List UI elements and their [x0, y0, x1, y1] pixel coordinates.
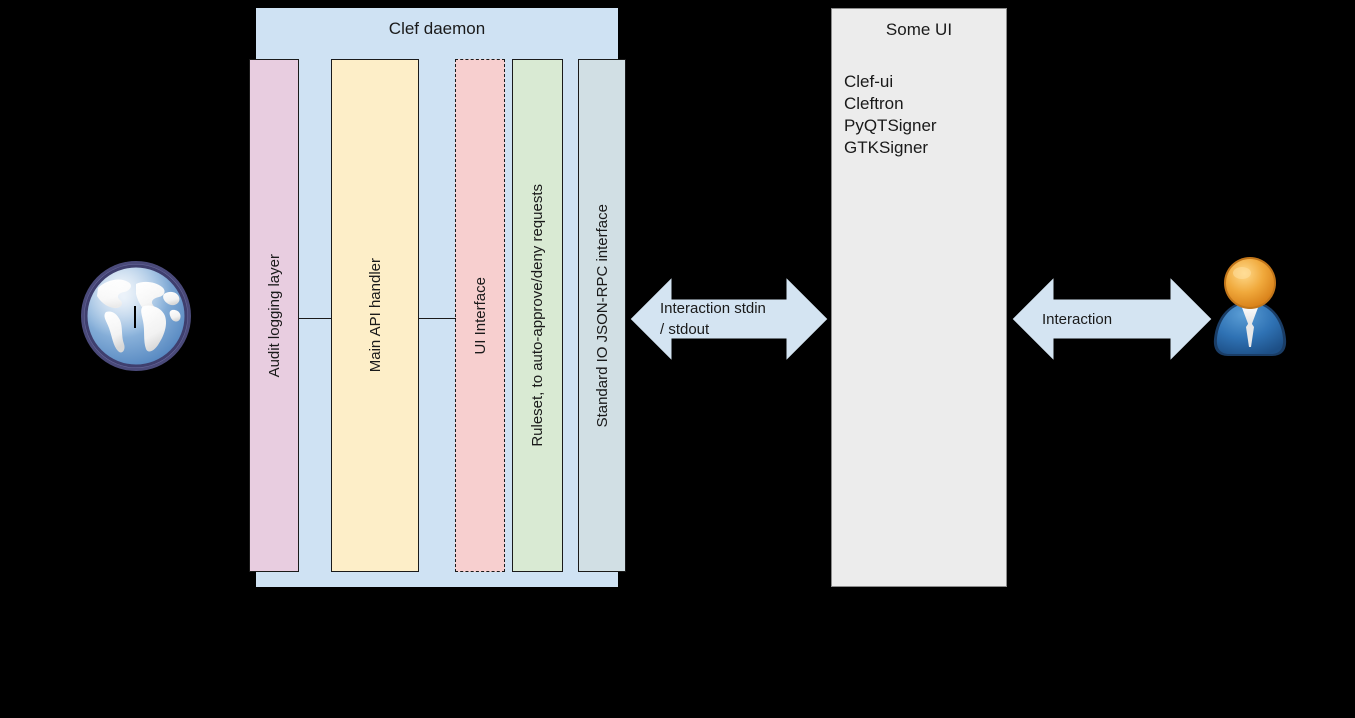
box-audit-logging-layer[interactable]: Audit logging layer	[249, 59, 299, 572]
box-label-main-api-handler: Main API handler	[366, 258, 384, 373]
box-label-ui-interface: UI Interface	[471, 276, 489, 355]
some-ui-title: Some UI	[885, 20, 953, 39]
box-label-standard-io-jsonrpc: Standard IO JSON-RPC interface	[593, 203, 611, 428]
interaction-arrow: Interaction	[1012, 270, 1212, 368]
box-label-audit-logging-layer: Audit logging layer	[265, 253, 283, 378]
user-icon	[1210, 255, 1290, 359]
connector-audit-to-api	[298, 318, 332, 319]
stdio-arrow: Interaction stdin / stdout	[630, 270, 828, 368]
box-ui-interface[interactable]: UI Interface	[455, 59, 505, 572]
box-main-api-handler[interactable]: Main API handler	[331, 59, 419, 572]
box-label-ruleset: Ruleset, to auto-approve/deny requests	[529, 184, 546, 447]
box-ruleset[interactable]: Ruleset, to auto-approve/deny requests	[512, 59, 563, 572]
clef-daemon-title: Clef daemon	[388, 19, 486, 38]
some-ui-list: Clef-ui Cleftron PyQTSigner GTKSigner	[844, 71, 937, 159]
some-ui-panel: Some UI Clef-ui Cleftron PyQTSigner GTKS…	[831, 8, 1007, 587]
connector-api-to-ui-interface	[418, 318, 456, 319]
box-standard-io-jsonrpc[interactable]: Standard IO JSON-RPC interface	[578, 59, 626, 572]
list-item: Clef-ui	[844, 72, 894, 91]
list-item: PyQTSigner	[844, 116, 937, 135]
list-item: GTKSigner	[844, 138, 929, 157]
clef-daemon-container: Clef daemon	[256, 8, 618, 587]
list-item: Cleftron	[844, 94, 904, 113]
globe-icon	[76, 256, 196, 376]
